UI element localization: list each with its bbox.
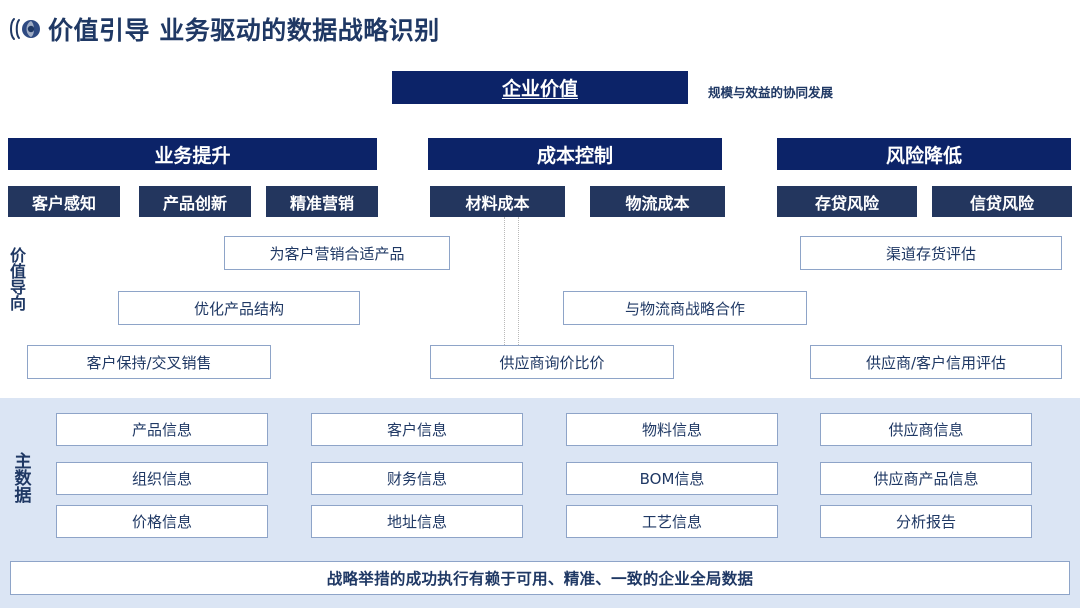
vlabel-char: 价 <box>9 246 26 265</box>
pillar-sub-deposit-loan-risk[interactable]: 存贷风险 <box>777 186 917 217</box>
dotted-connector-right <box>518 217 519 355</box>
master-data-label: 供应商产品信息 <box>873 470 979 488</box>
master-data-item-supplier-info[interactable]: 供应商信息 <box>820 413 1032 446</box>
footer-statement: 战略举措的成功执行有赖于可用、精准、一致的企业全局数据 <box>326 570 754 588</box>
pillar-sub-label: 精准营销 <box>289 193 354 213</box>
master-data-item-price-info[interactable]: 价格信息 <box>56 505 268 538</box>
master-data-label: 地址信息 <box>386 513 447 531</box>
enterprise-value-tagline: 规模与效益的协同发展 <box>708 85 834 100</box>
pillar-head-risk[interactable]: 风险降低 <box>777 138 1071 170</box>
section-label-master-data: 主 数 据 <box>10 443 36 515</box>
master-data-label: 工艺信息 <box>641 513 702 531</box>
master-data-label: 物料信息 <box>641 421 702 439</box>
pillar-head-business[interactable]: 业务提升 <box>8 138 377 170</box>
vlabel-char: 向 <box>9 294 26 313</box>
initiative-channel-inventory-assessment[interactable]: 渠道存货评估 <box>800 236 1062 270</box>
section-label-value-orientation: 价 值 导 向 <box>8 232 28 328</box>
master-data-label: 财务信息 <box>386 470 447 488</box>
vlabel-char: 主 <box>14 451 32 472</box>
pillar-sub-credit-risk[interactable]: 信贷风险 <box>932 186 1072 217</box>
initiative-label: 与物流商战略合作 <box>624 299 745 318</box>
pillar-sub-label: 客户感知 <box>31 193 96 213</box>
master-data-label: 价格信息 <box>131 513 192 531</box>
pillar-sub-label: 产品创新 <box>162 193 227 213</box>
pillar-head-cost[interactable]: 成本控制 <box>428 138 722 170</box>
master-data-item-customer-info[interactable]: 客户信息 <box>311 413 523 446</box>
pillar-sub-material-cost[interactable]: 材料成本 <box>430 186 565 217</box>
slide-title-bar: 价值引导 业务驱动的数据战略识别 <box>0 8 1080 50</box>
pillar-sub-label: 存贷风险 <box>814 193 879 213</box>
master-data-item-organization-info[interactable]: 组织信息 <box>56 462 268 495</box>
pillar-head-label: 业务提升 <box>154 144 231 167</box>
initiative-label: 优化产品结构 <box>193 299 284 318</box>
initiative-optimize-product-mix[interactable]: 优化产品结构 <box>118 291 360 325</box>
footer-banner[interactable]: 战略举措的成功执行有赖于可用、精准、一致的企业全局数据 <box>10 561 1070 595</box>
pillar-sub-label: 物流成本 <box>625 193 690 213</box>
initiative-label: 供应商/客户信用评估 <box>865 353 1007 372</box>
initiative-supplier-customer-credit[interactable]: 供应商/客户信用评估 <box>810 345 1062 379</box>
page-title: 价值引导 业务驱动的数据战略识别 <box>48 16 440 45</box>
pillar-sub-product-innovation[interactable]: 产品创新 <box>139 186 251 217</box>
initiative-logistics-partnership[interactable]: 与物流商战略合作 <box>563 291 807 325</box>
pillar-sub-precision-marketing[interactable]: 精准营销 <box>266 186 378 217</box>
master-data-item-analysis-report[interactable]: 分析报告 <box>820 505 1032 538</box>
master-data-item-process-info[interactable]: 工艺信息 <box>566 505 778 538</box>
pillar-sub-customer-perception[interactable]: 客户感知 <box>8 186 120 217</box>
initiative-label: 为客户营销合适产品 <box>269 244 405 263</box>
initiative-label: 供应商询价比价 <box>499 353 605 372</box>
pillar-sub-logistics-cost[interactable]: 物流成本 <box>590 186 725 217</box>
vlabel-char: 导 <box>9 278 26 297</box>
enterprise-value-box[interactable]: 企业价值 <box>392 71 688 104</box>
master-data-item-finance-info[interactable]: 财务信息 <box>311 462 523 495</box>
pillar-sub-label: 信贷风险 <box>969 193 1034 213</box>
pillar-sub-label: 材料成本 <box>465 193 530 213</box>
master-data-label: 分析报告 <box>895 513 956 531</box>
master-data-item-supplier-product-info[interactable]: 供应商产品信息 <box>820 462 1032 495</box>
master-data-item-address-info[interactable]: 地址信息 <box>311 505 523 538</box>
initiative-label: 渠道存货评估 <box>885 244 976 263</box>
initiative-supplier-price-comparison[interactable]: 供应商询价比价 <box>430 345 674 379</box>
enterprise-value-label: 企业价值 <box>501 78 578 100</box>
brand-swirl-icon <box>10 18 40 40</box>
vlabel-char: 数 <box>14 468 32 489</box>
initiative-market-right-products[interactable]: 为客户营销合适产品 <box>224 236 450 270</box>
master-data-item-product-info[interactable]: 产品信息 <box>56 413 268 446</box>
vlabel-char: 值 <box>9 262 26 281</box>
pillar-head-label: 风险降低 <box>885 144 962 167</box>
master-data-label: BOM信息 <box>639 470 705 488</box>
dotted-connector-left <box>504 217 505 355</box>
pillar-head-label: 成本控制 <box>536 144 613 167</box>
master-data-label: 产品信息 <box>131 421 192 439</box>
master-data-label: 组织信息 <box>131 470 192 488</box>
master-data-item-material-info[interactable]: 物料信息 <box>566 413 778 446</box>
initiative-label: 客户保持/交叉销售 <box>86 353 212 372</box>
master-data-label: 供应商信息 <box>888 421 964 439</box>
vlabel-char: 据 <box>14 485 32 506</box>
master-data-item-bom-info[interactable]: BOM信息 <box>566 462 778 495</box>
initiative-customer-retention-crosssell[interactable]: 客户保持/交叉销售 <box>27 345 271 379</box>
master-data-label: 客户信息 <box>386 421 447 439</box>
